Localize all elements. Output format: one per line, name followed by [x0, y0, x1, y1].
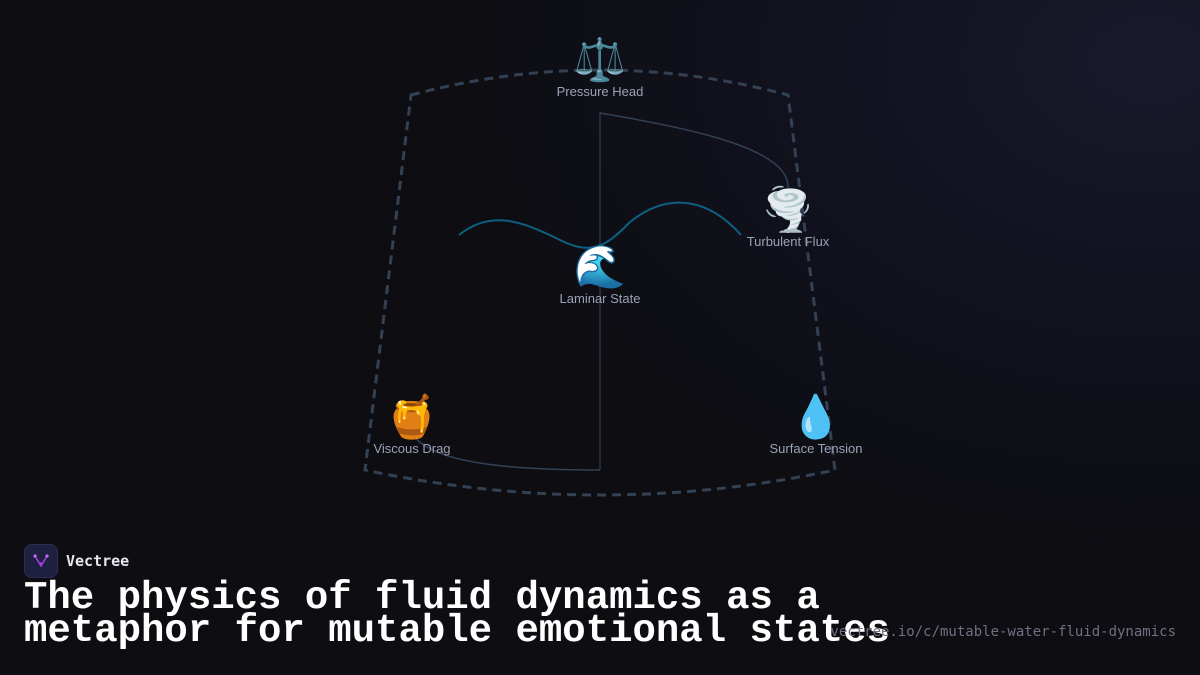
droplet-icon: 💧 [789, 393, 843, 440]
brand-name: Vectree [66, 552, 130, 570]
node-viscous-drag: 🍯 Viscous Drag [332, 393, 492, 456]
connector-viscous [411, 432, 601, 471]
balance-scale-icon: ⚖️ [573, 36, 627, 83]
node-label: Viscous Drag [373, 441, 451, 456]
node-label: Pressure Head [556, 84, 644, 99]
wave-icon: 🌊 [573, 243, 627, 290]
source-url: vectree.io/c/mutable-water-fluid-dynamic… [830, 624, 1176, 640]
tornado-icon: 🌪️ [761, 186, 815, 233]
connector-pressure-turbulent [599, 112, 789, 189]
node-pressure-head: ⚖️ Pressure Head [520, 36, 680, 99]
page-title: The physics of fluid dynamics as a metap… [24, 579, 890, 651]
honey-pot-icon: 🍯 [385, 393, 439, 440]
node-label: Turbulent Flux [746, 234, 830, 249]
node-turbulent-flux: 🌪️ Turbulent Flux [708, 186, 868, 249]
node-label: Laminar State [559, 291, 641, 306]
boundary-outline [363, 68, 837, 497]
title-line-2: metaphor for mutable emotional states [24, 609, 890, 653]
wave-line [458, 201, 742, 249]
node-laminar-state: 🌊 Laminar State [520, 243, 680, 306]
node-surface-tension: 💧 Surface Tension [736, 393, 896, 456]
brand: Vectree [24, 544, 129, 578]
node-label: Surface Tension [769, 441, 863, 456]
title-line-1: The physics of fluid dynamics as a [24, 576, 820, 620]
vectree-logo-icon [24, 544, 58, 578]
